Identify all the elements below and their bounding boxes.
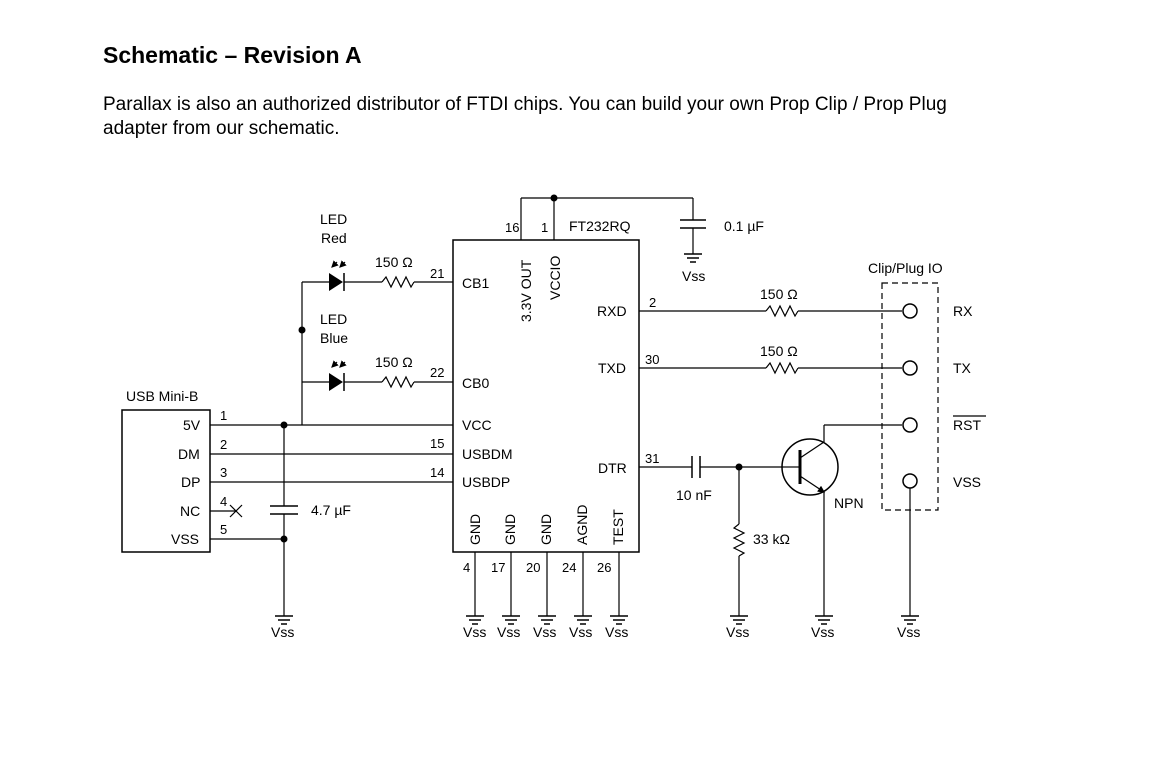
ic-pin-name-vccio: VCCIO <box>547 256 563 300</box>
led-red-symbol <box>329 260 347 291</box>
ic-pin-num-14: 14 <box>430 465 444 480</box>
ic-pin-name-gnd-17: GND <box>502 514 518 545</box>
ic-pin-name-rxd: RXD <box>597 303 627 319</box>
ic-pin-num-20: 20 <box>526 560 540 575</box>
gnd-label-pin20: Vss <box>533 624 556 640</box>
ic-pin-num-24: 24 <box>562 560 576 575</box>
ic-pin-num-16: 16 <box>505 220 519 235</box>
resistor-cb1-label: 150 Ω <box>375 254 413 270</box>
usb-pin-name-nc: NC <box>180 503 200 519</box>
ic-pin-name-agnd: AGND <box>574 505 590 545</box>
gnd-label-emitter: Vss <box>811 624 834 640</box>
gnd-label-pin4: Vss <box>463 624 486 640</box>
led-red-label-1: LED <box>320 211 347 227</box>
npn-transistor <box>781 424 902 606</box>
gnd-label-decoupling: Vss <box>682 268 705 284</box>
ic-pin-name-vcc: VCC <box>462 417 492 433</box>
resistor-txd-label: 150 Ω <box>760 343 798 359</box>
ic-pin-num-1: 1 <box>541 220 548 235</box>
cap-bulk-label: 4.7 µF <box>311 502 351 518</box>
usb-pin-num-2: 2 <box>220 437 227 452</box>
cap-decoupling-label: 0.1 µF <box>724 218 764 234</box>
connector-title: Clip/Plug IO <box>868 260 943 276</box>
ic-pin-name-cb0: CB0 <box>462 375 489 391</box>
connector-pin-rst: RST <box>953 417 981 433</box>
page-title: Schematic – Revision A <box>103 42 362 68</box>
ic-pin-name-gnd-20: GND <box>538 514 554 545</box>
ic-pin-name-3v3out: 3.3V OUT <box>518 259 534 322</box>
ic-bottom-ground-leads <box>465 552 629 625</box>
ic-pin-name-usbdp: USBDP <box>462 474 510 490</box>
gnd-label-pulldown: Vss <box>726 624 749 640</box>
ic-body <box>452 239 640 553</box>
ic-pin-name-dtr: DTR <box>598 460 627 476</box>
usb-pin-name-vss: VSS <box>171 531 199 547</box>
ic-pin-num-4: 4 <box>463 560 470 575</box>
gnd-label-pin24: Vss <box>569 624 592 640</box>
led-blue-label-1: LED <box>320 311 347 327</box>
ic-pin-num-26: 26 <box>597 560 611 575</box>
ic-pin-num-31: 31 <box>645 451 659 466</box>
gnd-label-usb: Vss <box>271 624 294 640</box>
gnd-label-pin17: Vss <box>497 624 520 640</box>
intro-paragraph: Parallax is also an authorized distribut… <box>103 94 947 139</box>
resistor-pulldown-label: 33 kΩ <box>753 531 790 547</box>
usb-pin-num-1: 1 <box>220 408 227 423</box>
usb-pin-name-dm: DM <box>178 446 200 462</box>
gnd-label-pin26: Vss <box>605 624 628 640</box>
led-red-label-2: Red <box>321 230 347 246</box>
ic-pin-num-30: 30 <box>645 352 659 367</box>
transistor-label: NPN <box>834 495 864 511</box>
usb-connector-body <box>121 409 211 553</box>
usb-pin-num-4: 4 <box>220 494 227 509</box>
led-blue-label-2: Blue <box>320 330 348 346</box>
ic-pin-num-2: 2 <box>649 295 656 310</box>
resistor-pulldown <box>732 523 746 557</box>
ic-pin-num-15: 15 <box>430 436 444 451</box>
ic-pin-name-usbdm: USBDM <box>462 446 513 462</box>
ic-pin-name-cb1: CB1 <box>462 275 489 291</box>
resistor-txd <box>765 361 799 375</box>
ic-pin-name-gnd-4: GND <box>467 514 483 545</box>
ic-pin-num-21: 21 <box>430 266 444 281</box>
ic-pin-num-17: 17 <box>491 560 505 575</box>
usb-title: USB Mini-B <box>126 388 198 404</box>
connector-pin-vss: VSS <box>953 474 981 490</box>
resistor-cb0-label: 150 Ω <box>375 354 413 370</box>
resistor-rxd-label: 150 Ω <box>760 286 798 302</box>
ic-name: FT232RQ <box>569 218 631 234</box>
usb-pin-num-5: 5 <box>220 522 227 537</box>
led-blue-symbol <box>329 360 347 391</box>
cap-dtr-label: 10 nF <box>676 487 712 503</box>
usb-pin-name-5v: 5V <box>183 417 201 433</box>
resistor-cb0 <box>381 375 415 389</box>
resistor-rxd <box>765 304 799 318</box>
usb-pin-name-dp: DP <box>181 474 200 490</box>
ic-pin-name-test: TEST <box>610 509 626 545</box>
resistor-cb1 <box>381 275 415 289</box>
usb-pin-num-3: 3 <box>220 465 227 480</box>
ic-pin-name-txd: TXD <box>598 360 626 376</box>
connector-pin-rx: RX <box>953 303 973 319</box>
gnd-label-connector: Vss <box>897 624 920 640</box>
ic-pin-num-22: 22 <box>430 365 444 380</box>
connector-pin-tx: TX <box>953 360 972 376</box>
